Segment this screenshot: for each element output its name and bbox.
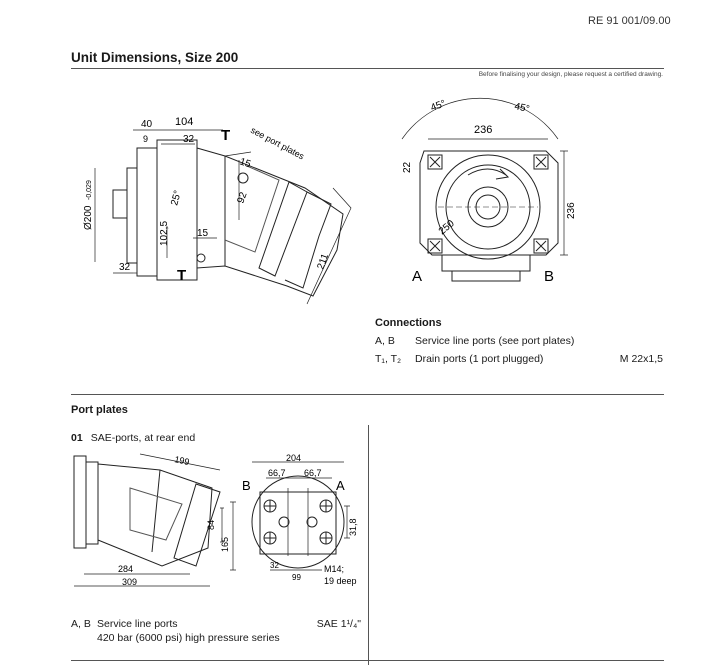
label-t-bottom: T [177,267,186,284]
dim-309: 309 [122,577,137,587]
port-plate-face-drawing: 204 66,7 66,7 31,8 32 99 M14; 19 deep B … [242,453,358,586]
dim-40: 40 [141,119,153,130]
dim-104: 104 [175,116,193,128]
front-view-drawing: 45° 45° 236 22 250 236 A B [401,97,577,285]
section-title: Unit Dimensions, Size 200 [71,50,239,65]
thread-depth: 19 deep [324,576,357,586]
dim-15-lower: 15 [197,228,209,239]
connection-desc: Service line ports (see port plates) [415,335,575,347]
connection-key: A, B [375,335,395,347]
footer-line2: 420 bar (6000 psi) high pressure series [97,632,280,644]
dim-32-bottom: 32 [119,262,131,273]
label-port-a-plate: A [336,478,345,493]
label-port-b: B [544,268,554,285]
dim-tolerance: -0,029 [86,180,93,200]
label-t-top: T [221,127,230,144]
dim-165: 165 [220,537,230,552]
footer-line1: Service line ports [97,618,178,630]
label-port-a: A [412,268,422,285]
dim-236-vertical: 236 [566,202,577,219]
bottom-rule [71,660,664,661]
dim-45-left: 45° [429,98,447,114]
item-number: 01 [71,432,83,444]
side-view-drawing: 40 104 9 32 Ø200 -0,029 25° 92 102,5 15 … [83,116,352,305]
dim-diameter-200: Ø200 [83,205,94,230]
dim-199: 199 [174,454,191,467]
dim-84: 84 [206,520,216,530]
section-rule [71,394,664,395]
port-plate-item: 01 SAE-ports, at rear end [71,432,195,444]
connection-value: M 22x1,5 [619,353,663,365]
dim-15-upper: 15 [238,156,252,170]
dim-32-top: 32 [183,134,195,145]
connection-row-t: T₁, T₂ Drain ports (1 port plugged) M 22x… [375,353,665,365]
dim-45-right: 45° [513,101,530,115]
thread-spec: M14; [324,564,344,574]
dim-211: 211 [315,252,331,271]
dim-32: 32 [270,561,279,570]
title-rule [71,68,664,69]
label-port-b-plate: B [242,478,251,493]
drawing-note: Before finalising your design, please re… [478,71,663,78]
port-plate-side-drawing: 199 84 165 284 309 [73,453,236,587]
dim-9: 9 [143,134,148,144]
item-label: SAE-ports, at rear end [90,432,196,444]
dim-22: 22 [402,161,413,173]
dim-92: 92 [235,190,249,205]
dim-102-5: 102,5 [159,221,170,246]
port-plate-footer: A, B Service line ports SAE 1¹/₄" 420 bar… [71,618,363,644]
dim-99: 99 [292,573,301,582]
see-port-plates-callout: see port plates [249,125,306,162]
port-plates-heading: Port plates [71,404,128,416]
connection-key: T₁, T₂ [375,353,402,365]
connections-heading: Connections [375,317,442,329]
dim-31-8: 31,8 [348,518,358,536]
document-reference: RE 91 001/09.00 [588,15,671,27]
dim-250: 250 [437,218,457,237]
dim-66-7-right: 66,7 [304,468,322,478]
dim-284: 284 [118,564,133,574]
dim-25-degree: 25° [169,189,184,206]
footer-value: SAE 1¹/₄" [316,618,361,630]
vertical-divider [368,425,369,665]
footer-key: A, B [71,618,91,630]
connection-row-ab: A, B Service line ports (see port plates) [375,335,665,347]
dim-66-7-left: 66,7 [268,468,286,478]
dim-236-horizontal: 236 [474,124,492,136]
dim-204: 204 [286,453,301,463]
connection-desc: Drain ports (1 port plugged) [415,353,544,365]
